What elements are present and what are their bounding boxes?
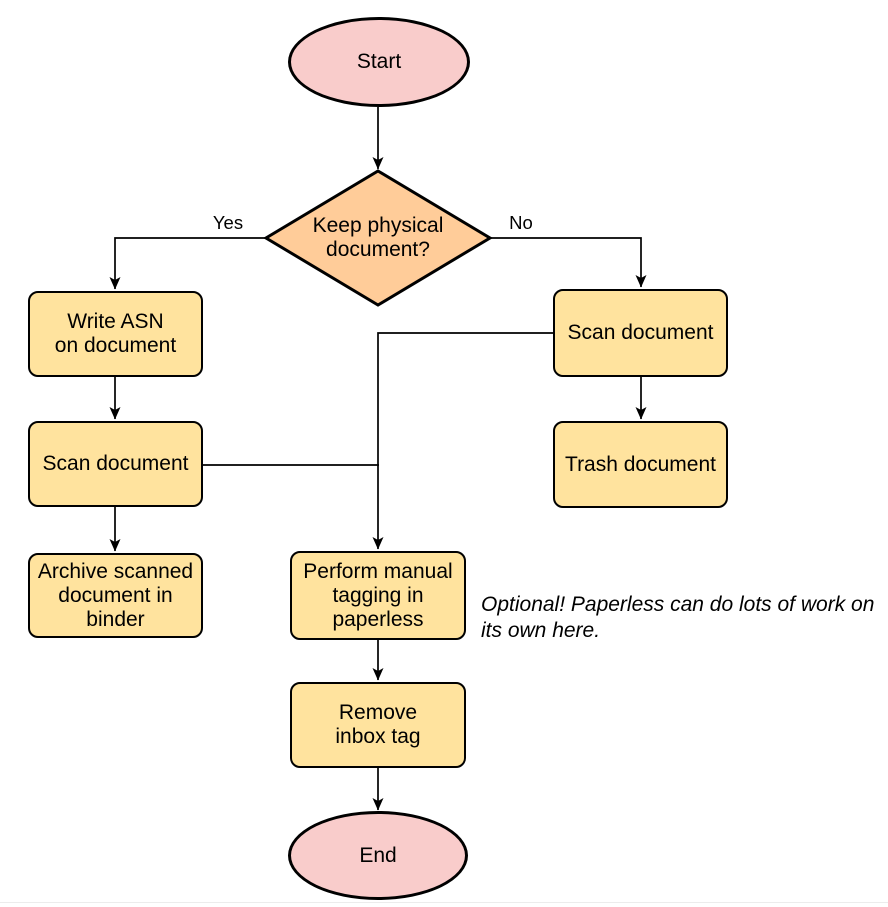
node-manual-tagging: Perform manual tagging in paperless xyxy=(290,551,466,640)
annotation-note: Optional! Paperless can do lots of work … xyxy=(481,593,875,642)
node-start: Start xyxy=(288,17,470,107)
node-write-asn: Write ASN on document xyxy=(28,291,203,377)
edge-label-no: No xyxy=(509,212,533,233)
node-remove-inbox-tag: Remove inbox tag xyxy=(290,682,466,768)
edge-scan-right-to-tagging xyxy=(372,332,553,550)
node-trash-document: Trash document xyxy=(553,421,728,508)
node-end: End xyxy=(288,811,468,900)
decision-diamond-shape xyxy=(263,169,493,307)
edge-decision-yes-to-write-asn xyxy=(109,237,266,290)
page-bottom-rule xyxy=(0,902,888,903)
node-scan-document-right: Scan document xyxy=(553,289,728,377)
node-archive-in-binder: Archive scanned document in binder xyxy=(28,553,203,638)
node-scan-document-left: Scan document xyxy=(28,421,203,507)
node-decision-label: Keep physical document? xyxy=(312,214,444,261)
edge-label-yes: Yes xyxy=(212,212,244,233)
edge-decision-no-to-scan-right xyxy=(490,237,647,288)
